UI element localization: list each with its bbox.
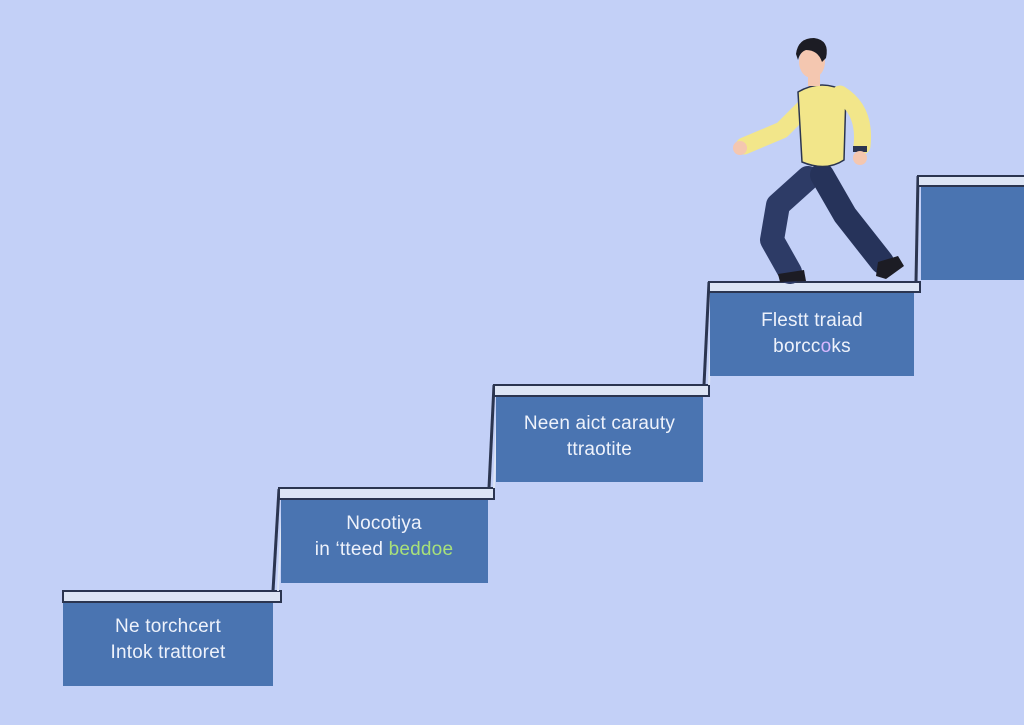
riser-1 bbox=[271, 488, 281, 592]
step-4-line-2b: o bbox=[820, 336, 832, 357]
step-3-label: Neen aict carauty ttraotite bbox=[496, 411, 703, 463]
front-hand bbox=[853, 151, 867, 165]
step-5 bbox=[917, 175, 1024, 280]
riser-3 bbox=[702, 281, 711, 386]
back-shoe bbox=[778, 270, 806, 282]
step-1-face bbox=[63, 600, 273, 686]
step-3-line-2: ttraotite bbox=[566, 439, 633, 460]
back-leg bbox=[760, 166, 820, 284]
step-4-label: Flestt traiad borccoks bbox=[710, 308, 914, 360]
step-1-label: Ne torchcert Intok trattoret bbox=[63, 614, 273, 666]
step-4-line-2c: ks bbox=[831, 336, 851, 357]
step-2-line-2: in ‘tteed beddoe bbox=[273, 537, 495, 563]
step-4 bbox=[708, 281, 921, 376]
step-5-face bbox=[921, 185, 1024, 280]
hair bbox=[796, 38, 827, 62]
step-3 bbox=[493, 384, 710, 482]
step-1-line-1: Ne torchcert bbox=[115, 616, 221, 637]
riser-2 bbox=[487, 384, 496, 489]
step-2-line-1: Nocotiya bbox=[346, 513, 422, 534]
front-leg bbox=[810, 163, 894, 274]
step-2-face bbox=[281, 497, 488, 583]
step-4-line-1: Flestt traiad bbox=[761, 310, 863, 331]
watch bbox=[853, 146, 867, 152]
step-2 bbox=[278, 487, 495, 583]
step-4-line-2: borccoks bbox=[710, 334, 914, 360]
front-arm bbox=[831, 85, 872, 155]
step-2-line-2a: in ‘tteed bbox=[314, 539, 389, 560]
step-5-tread bbox=[917, 175, 1024, 187]
step-2-line-2b: beddoe bbox=[388, 539, 454, 560]
step-1-tread bbox=[62, 590, 282, 603]
step-2-tread bbox=[278, 487, 495, 500]
step-3-face bbox=[496, 394, 703, 482]
step-1-line-2: Intok trattoret bbox=[110, 642, 226, 663]
step-4-face bbox=[710, 291, 914, 376]
step-4-line-2a: borcc bbox=[773, 336, 821, 357]
walking-man-icon bbox=[733, 38, 904, 284]
front-shoe bbox=[876, 256, 904, 279]
step-4-tread bbox=[708, 281, 921, 293]
step-3-tread bbox=[493, 384, 710, 397]
back-hand bbox=[733, 141, 747, 155]
step-3-line-1: Neen aict carauty bbox=[523, 413, 676, 434]
step-2-label: Nocotiya in ‘tteed beddoe bbox=[273, 511, 495, 563]
step-1 bbox=[62, 590, 282, 686]
riser-4 bbox=[914, 175, 920, 283]
